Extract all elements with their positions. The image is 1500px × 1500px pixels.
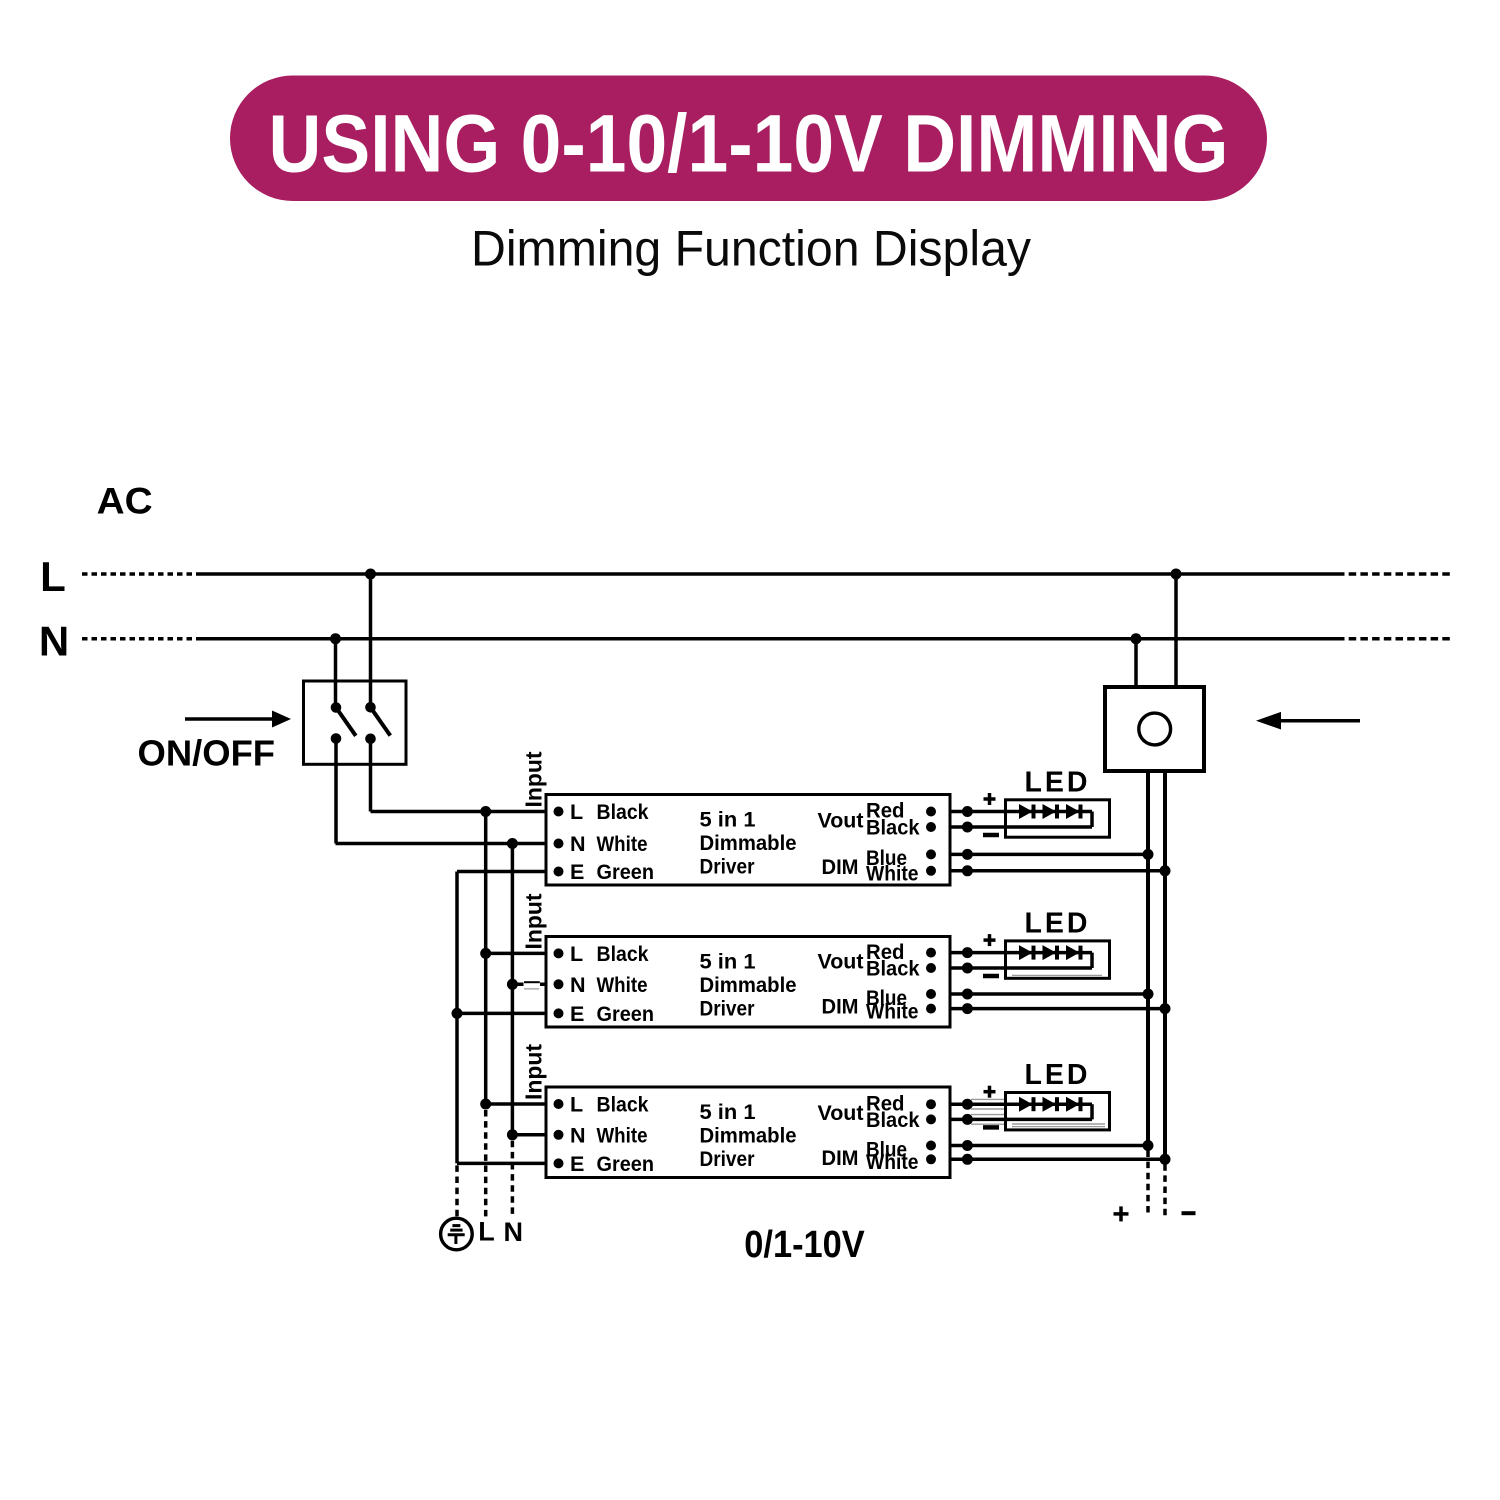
svg-text:L: L xyxy=(40,553,66,600)
svg-text:N: N xyxy=(570,1123,586,1147)
svg-text:Green: Green xyxy=(597,1152,655,1176)
svg-text:Driver: Driver xyxy=(700,997,756,1021)
svg-text:Dimmable: Dimmable xyxy=(700,1124,797,1148)
svg-text:Vout: Vout xyxy=(818,950,864,974)
svg-text:N: N xyxy=(39,618,69,665)
svg-text:Black: Black xyxy=(866,1108,920,1132)
svg-text:White: White xyxy=(866,862,919,886)
svg-text:Red: Red xyxy=(866,799,905,823)
svg-text:5 in 1: 5 in 1 xyxy=(700,950,756,974)
svg-text:Vout: Vout xyxy=(818,1101,864,1125)
svg-text:Input: Input xyxy=(521,893,547,949)
svg-text:L: L xyxy=(570,942,583,966)
svg-text:Red: Red xyxy=(866,940,905,964)
svg-text:L: L xyxy=(570,800,583,824)
svg-text:DIM: DIM xyxy=(822,1146,859,1170)
svg-text:Black: Black xyxy=(597,942,649,966)
svg-text:Green: Green xyxy=(597,860,655,884)
svg-text:E: E xyxy=(570,1002,584,1026)
svg-text:Dimming Function Display: Dimming Function Display xyxy=(471,221,1031,277)
svg-text:DIM: DIM xyxy=(822,855,859,879)
svg-text:Input: Input xyxy=(521,751,547,807)
svg-text:5 in 1: 5 in 1 xyxy=(700,808,756,832)
svg-text:LED: LED xyxy=(1025,907,1091,939)
svg-text:Blue: Blue xyxy=(866,846,907,870)
svg-text:ON/OFF: ON/OFF xyxy=(138,732,276,773)
svg-text:Blue: Blue xyxy=(866,1137,907,1161)
svg-text:DIM: DIM xyxy=(822,995,859,1019)
svg-text:White: White xyxy=(866,1150,919,1174)
svg-text:Dimmable: Dimmable xyxy=(700,831,797,855)
svg-text:Driver: Driver xyxy=(700,1147,756,1171)
svg-text:N: N xyxy=(570,973,586,997)
svg-text:USING 0-10/1-10V DIMMING: USING 0-10/1-10V DIMMING xyxy=(269,98,1229,189)
svg-text:Black: Black xyxy=(866,956,920,980)
svg-text:L: L xyxy=(570,1093,583,1117)
svg-text:Red: Red xyxy=(866,1091,905,1115)
svg-text:White: White xyxy=(597,1123,648,1147)
svg-text:AC: AC xyxy=(97,481,153,522)
svg-text:Black: Black xyxy=(597,1093,649,1117)
svg-text:L: L xyxy=(478,1217,495,1247)
svg-text:White: White xyxy=(866,999,919,1023)
svg-text:Dimmable: Dimmable xyxy=(700,973,797,997)
svg-text:E: E xyxy=(570,1152,584,1176)
svg-text:White: White xyxy=(597,973,648,997)
svg-text:N: N xyxy=(570,832,586,856)
svg-text:5 in 1: 5 in 1 xyxy=(700,1100,756,1124)
svg-text:Vout: Vout xyxy=(818,809,864,833)
svg-text:White: White xyxy=(597,832,648,856)
svg-text:LED: LED xyxy=(1025,766,1091,798)
svg-text:Green: Green xyxy=(597,1002,655,1026)
svg-text:Input: Input xyxy=(521,1044,547,1100)
svg-text:Black: Black xyxy=(597,800,649,824)
svg-text:Driver: Driver xyxy=(700,855,756,879)
svg-text:Blue: Blue xyxy=(866,986,907,1010)
svg-text:E: E xyxy=(570,860,584,884)
svg-text:0/1-10V: 0/1-10V xyxy=(744,1224,865,1266)
svg-text:LED: LED xyxy=(1025,1059,1091,1091)
svg-text:Black: Black xyxy=(866,815,920,839)
svg-text:N: N xyxy=(503,1217,523,1247)
